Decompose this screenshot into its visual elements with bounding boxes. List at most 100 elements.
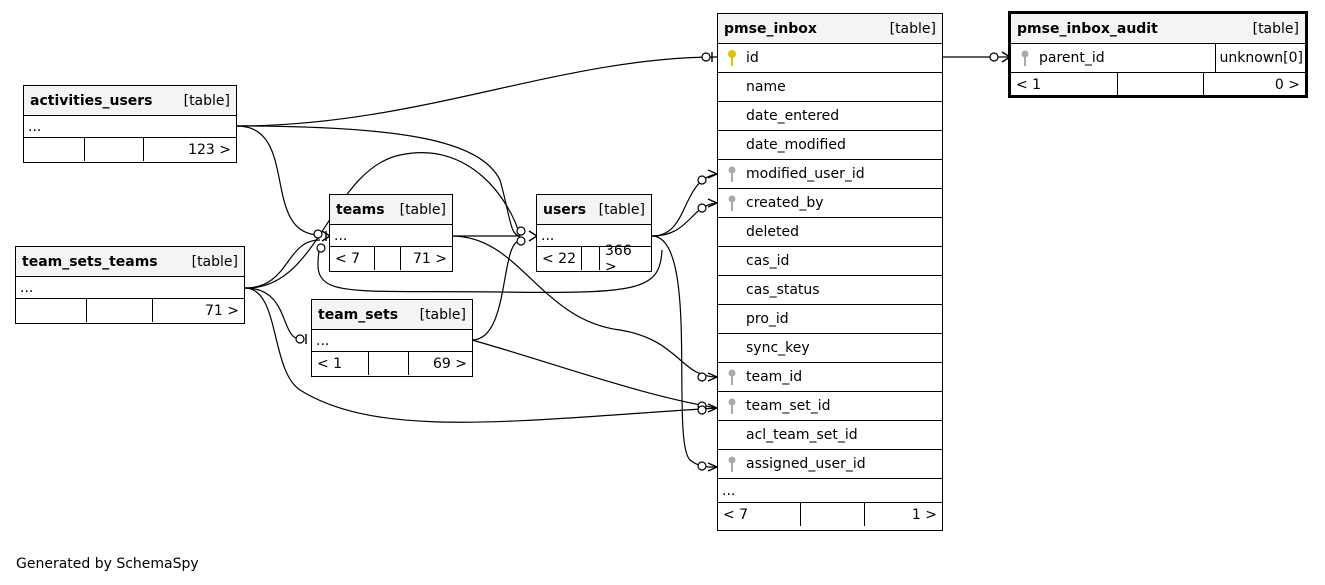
column-name: team_set_id: [746, 398, 831, 414]
table-header: users [table]: [537, 195, 651, 225]
table-type: [table]: [889, 20, 936, 37]
column-type: unknown[0]: [1214, 44, 1305, 72]
parents-count[interactable]: < 7: [335, 250, 361, 267]
column-row[interactable]: modified_user_id: [718, 160, 942, 189]
link-activities-users: [236, 125, 521, 237]
link-teamsets-inbox: [471, 339, 718, 409]
foreign-key-icon: [728, 369, 736, 385]
more-columns: ...: [330, 225, 452, 247]
table-footer: 71 >: [16, 299, 244, 322]
link-tst-teams: [244, 239, 321, 289]
rows-count[interactable]: 1 >: [864, 503, 942, 526]
more-columns: ...: [537, 225, 651, 247]
column-row[interactable]: parent_id unknown[0]: [1011, 44, 1305, 73]
footer-spacer: [84, 138, 143, 161]
column-name: deleted: [746, 224, 799, 240]
link-activities-teams: [236, 125, 321, 236]
parents-count[interactable]: < 22: [542, 250, 576, 267]
footer-spacer: [368, 352, 408, 375]
table-type: [table]: [191, 253, 238, 270]
table-pmse-inbox-audit[interactable]: pmse_inbox_audit [table] parent_id unkno…: [1008, 11, 1308, 98]
column-row[interactable]: acl_team_set_id: [718, 421, 942, 450]
footer-spacer: [16, 299, 86, 322]
parents-count[interactable]: < 7: [723, 506, 749, 523]
table-footer: < 1 0 >: [1011, 73, 1305, 96]
generated-by-credit: Generated by SchemaSpy: [16, 556, 199, 572]
rows-count[interactable]: 71 >: [152, 299, 244, 322]
table-team-sets-teams[interactable]: team_sets_teams [table] ... 71 >: [15, 246, 245, 324]
column-row[interactable]: deleted: [718, 218, 942, 247]
column-row[interactable]: date_modified: [718, 131, 942, 160]
table-footer: < 7 71 >: [330, 247, 452, 270]
rows-count[interactable]: 366 >: [599, 243, 651, 275]
foreign-key-icon: [1021, 50, 1029, 66]
foreign-key-icon: [728, 195, 736, 211]
column-name: cas_status: [746, 282, 820, 298]
link-activities-inbox: [236, 56, 718, 127]
link-teamsets-users: [471, 240, 521, 341]
table-users[interactable]: users [table] ... < 22 366 >: [536, 194, 652, 275]
table-name: activities_users: [30, 92, 153, 109]
column-row[interactable]: team_id: [718, 363, 942, 392]
footer-spacer: [800, 503, 864, 526]
column-row[interactable]: sync_key: [718, 334, 942, 363]
link-tst-users: [244, 152, 521, 289]
column-row[interactable]: cas_id: [718, 247, 942, 276]
table-teams[interactable]: teams [table] ... < 7 71 >: [329, 194, 453, 272]
link-users-assigned: [651, 235, 718, 468]
table-name: team_sets_teams: [22, 253, 158, 270]
more-columns: ...: [312, 330, 472, 352]
column-row[interactable]: assigned_user_id: [718, 450, 942, 479]
column-row[interactable]: name: [718, 73, 942, 102]
table-type: [table]: [399, 201, 446, 218]
footer-spacer: [24, 138, 84, 161]
rows-count[interactable]: 123 >: [143, 138, 236, 161]
footer-spacer: [1117, 73, 1203, 96]
table-header: activities_users [table]: [24, 86, 236, 116]
link-tst-teamsets: [244, 287, 301, 340]
column-name: parent_id: [1039, 50, 1105, 66]
table-footer: 123 >: [24, 138, 236, 161]
table-name: pmse_inbox_audit: [1017, 20, 1158, 37]
table-header: pmse_inbox_audit [table]: [1011, 14, 1305, 44]
link-users-created: [651, 202, 718, 237]
rows-count[interactable]: 0 >: [1203, 73, 1305, 96]
rows-count[interactable]: 71 >: [400, 247, 452, 270]
column-name: pro_id: [746, 311, 789, 327]
table-header: teams [table]: [330, 195, 452, 225]
column-row[interactable]: created_by: [718, 189, 942, 218]
table-footer: < 22 366 >: [537, 243, 651, 275]
column-row[interactable]: pro_id: [718, 305, 942, 334]
link-teams-users-loop: [317, 244, 663, 294]
foreign-key-icon: [728, 166, 736, 182]
column-name: team_id: [746, 369, 803, 385]
more-columns: ...: [718, 479, 942, 503]
more-columns: ...: [24, 116, 236, 138]
rows-count[interactable]: 69 >: [408, 352, 472, 375]
foreign-key-icon: [728, 398, 736, 414]
table-team-sets[interactable]: team_sets [table] ... < 1 69 >: [311, 299, 473, 377]
table-footer: < 7 1 >: [718, 503, 942, 526]
primary-key-icon: [728, 50, 736, 66]
column-name: name: [746, 79, 786, 95]
column-row[interactable]: date_entered: [718, 102, 942, 131]
footer-spacer: [374, 247, 400, 270]
parents-count[interactable]: < 1: [317, 355, 343, 372]
footer-spacer: [86, 299, 152, 322]
column-name: acl_team_set_id: [746, 427, 858, 443]
column-name: cas_id: [746, 253, 790, 269]
column-name: created_by: [746, 195, 824, 211]
table-name: teams: [336, 201, 385, 218]
footer-spacer: [581, 247, 599, 270]
column-row[interactable]: team_set_id: [718, 392, 942, 421]
table-header: pmse_inbox [table]: [718, 14, 942, 44]
parents-count[interactable]: < 1: [1016, 76, 1042, 93]
column-row[interactable]: cas_status: [718, 276, 942, 305]
column-row[interactable]: id: [718, 44, 942, 73]
column-name: date_entered: [746, 108, 840, 124]
foreign-key-icon: [728, 456, 736, 472]
table-activities-users[interactable]: activities_users [table] ... 123 >: [23, 85, 237, 163]
column-name: id: [746, 50, 759, 66]
table-name: team_sets: [318, 306, 399, 323]
table-pmse-inbox[interactable]: pmse_inbox [table] id name date_entered …: [717, 13, 943, 531]
